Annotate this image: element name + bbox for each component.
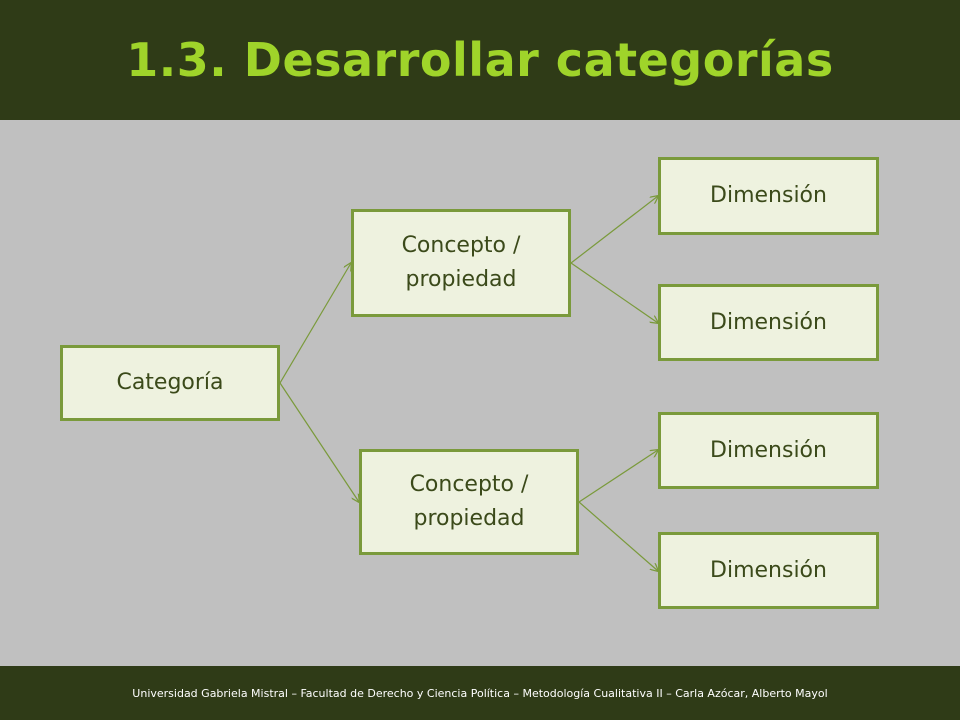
connector-concept-1-dimension-2 (570, 262, 658, 323)
concept-node-label: Concepto / propiedad (401, 233, 521, 292)
dimension-node-1-2: Dimensión (658, 284, 879, 361)
category-node-label: Categoría (116, 370, 224, 395)
dimension-node-label: Dimensión (710, 309, 827, 335)
category-node: Categoría (60, 345, 280, 421)
dimension-node-1-1: Dimensión (658, 157, 879, 235)
footer-bar (0, 666, 960, 720)
dimension-node-2-2: Dimensión (658, 532, 879, 609)
footer-credits: Universidad Gabriela Mistral – Facultad … (132, 687, 828, 700)
dimension-node-label: Dimensión (710, 437, 827, 463)
connector-root-concept-2 (279, 382, 359, 502)
dimension-node-label: Dimensión (710, 183, 827, 208)
concept-node-1: Concepto / propiedad (351, 209, 571, 317)
connector-concept-1-dimension-1 (570, 196, 658, 264)
dimension-node-2-1: Dimensión (658, 412, 879, 489)
connector-concept-2-dimension-2 (578, 501, 658, 571)
dimension-node-label: Dimensión (710, 557, 827, 583)
connector-concept-2-dimension-1 (578, 450, 658, 503)
concept-node-label: Concepto / propiedad (409, 472, 529, 531)
slide-title: 1.3. Desarrollar categorías (126, 33, 834, 87)
connector-root-concept-1 (279, 263, 351, 384)
header-bar (0, 0, 960, 120)
concept-node-2: Concepto / propiedad (359, 449, 579, 555)
